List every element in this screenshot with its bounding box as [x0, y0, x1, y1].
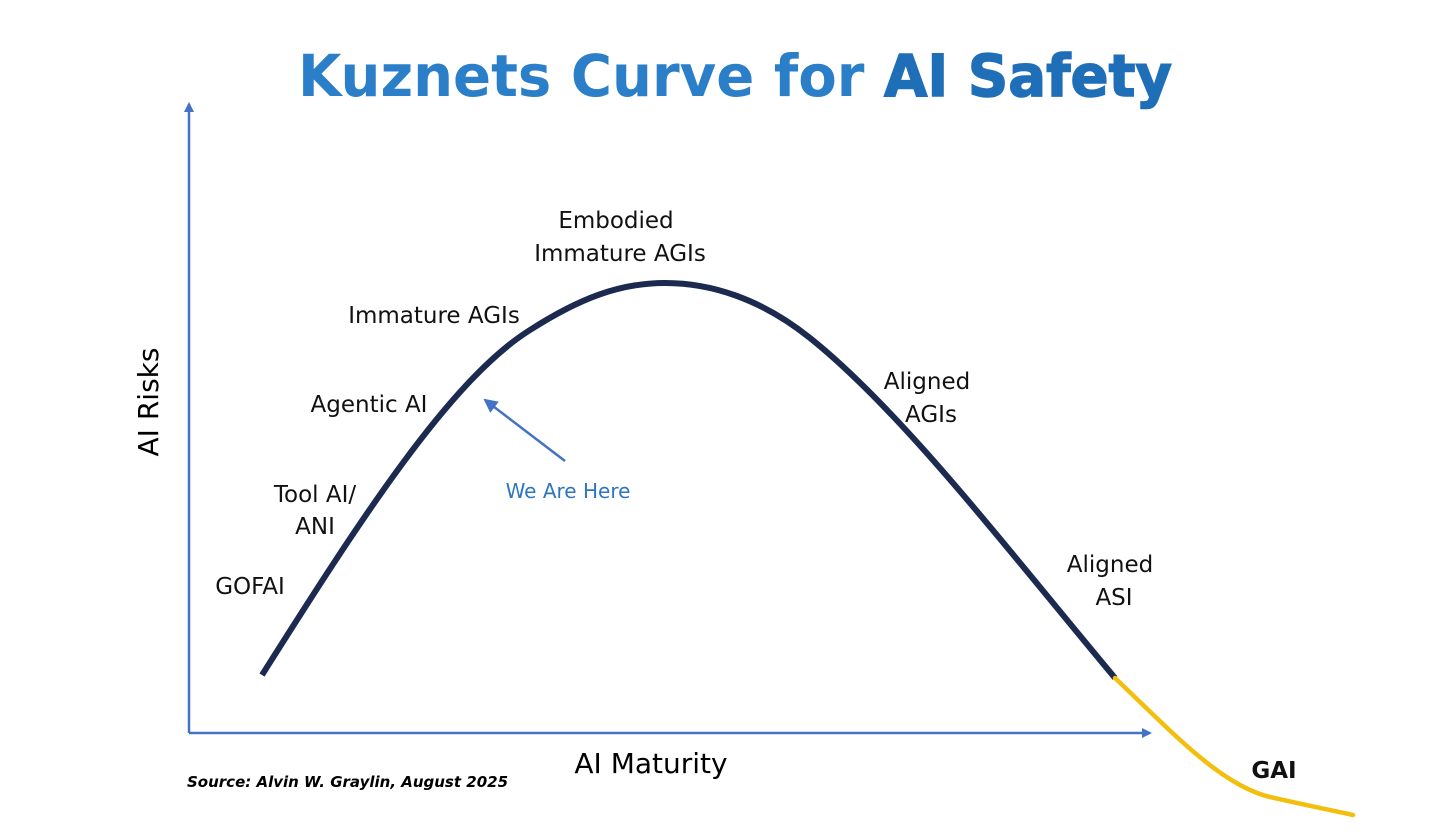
title-part-2: AI Safety: [884, 42, 1172, 110]
title-part-1: Kuznets Curve for: [298, 42, 884, 110]
stage-label-embodied: Embodied: [558, 208, 673, 234]
stage-label-aligned-asi-line2: ASI: [1095, 585, 1132, 611]
diagram-title: Kuznets Curve for AI Safety: [298, 42, 1172, 110]
stage-label-ani: ANI: [295, 514, 335, 540]
stage-label-immature-agis: Immature AGIs: [348, 303, 520, 329]
gai-curve-segment: [1112, 675, 1356, 818]
stage-label-agentic-ai: Agentic AI: [311, 392, 428, 418]
source-note: Source: Alvin W. Graylin, August 2025: [187, 773, 508, 791]
risk-curve: [259, 279, 1118, 680]
stage-label-embodied-immature-agis: Immature AGIs: [534, 241, 706, 267]
we-are-here-label: We Are Here: [506, 479, 631, 503]
stage-label-aligned-asi-line1: Aligned: [1067, 552, 1153, 578]
stage-label-tool-ai: Tool AI/: [273, 482, 357, 508]
x-axis-label: AI Maturity: [574, 747, 727, 780]
y-axis-label: AI Risks: [132, 348, 165, 457]
stage-label-gofai: GOFAI: [215, 574, 285, 600]
stage-label-aligned-agis-line2: AGIs: [905, 402, 957, 428]
stage-label-gai: GAI: [1251, 758, 1296, 784]
stage-label-aligned-agis-line1: Aligned: [884, 369, 970, 395]
we-are-here-arrow: [483, 398, 566, 462]
